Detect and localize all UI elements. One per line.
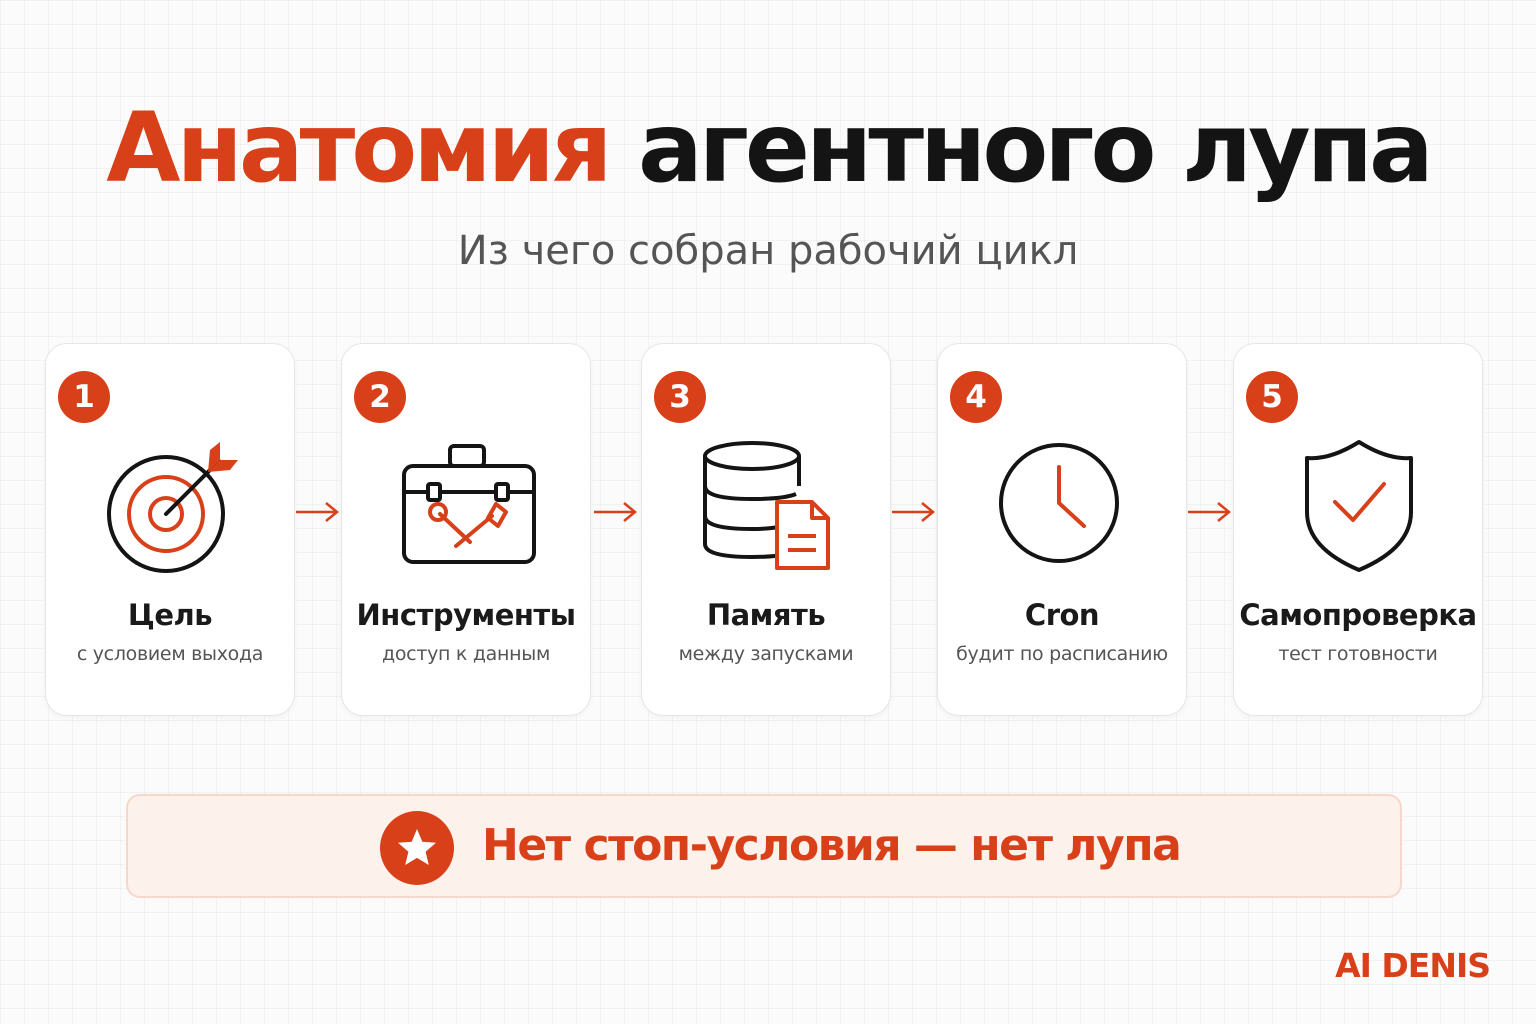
step-card-goal: 1 Цель с условием выхода: [45, 343, 295, 716]
step-card-cron: 4 Cron будит по расписанию: [937, 343, 1187, 716]
step-number-badge: 3: [654, 371, 706, 423]
arrow-right-icon: [892, 502, 935, 522]
arrow-right-icon: [1188, 502, 1231, 522]
step-number-badge: 4: [950, 371, 1002, 423]
arrow-right-icon: [594, 502, 637, 522]
step-subtitle: доступ к данным: [382, 643, 550, 665]
step-title: Самопроверка: [1239, 598, 1477, 632]
step-subtitle: будит по расписанию: [956, 643, 1168, 665]
star-icon: [380, 811, 454, 885]
step-card-tools: 2 Инструменты доступ к данным: [341, 343, 591, 716]
step-title: Cron: [1024, 598, 1100, 632]
target-icon: [107, 442, 238, 573]
step-subtitle: между запусками: [678, 643, 854, 665]
page-title: Анатомия агентного лупа: [0, 88, 1536, 208]
step-subtitle: тест готовности: [1278, 643, 1438, 665]
step-subtitle: с условием выхода: [76, 643, 264, 665]
title-accent: Анатомия: [106, 92, 612, 204]
stop-condition-banner: Нет стоп-условия — нет лупа: [126, 794, 1402, 898]
step-card-self-check: 5 Самопроверка тест готовности: [1233, 343, 1483, 716]
step-title: Инструменты: [356, 598, 576, 632]
step-card-memory: 3 Память между запусками: [641, 343, 891, 716]
step-number-badge: 1: [58, 371, 110, 423]
brand-logo: AI DENIS: [1335, 946, 1491, 985]
step-number-badge: 5: [1246, 371, 1298, 423]
step-number-badge: 2: [354, 371, 406, 423]
step-title: Память: [706, 598, 826, 632]
title-rest: агентного лупа: [637, 92, 1434, 204]
step-title: Цель: [127, 598, 213, 632]
banner-text: Нет стоп-условия — нет лупа: [482, 820, 1182, 871]
toolbox-icon: [402, 444, 536, 564]
database-document-icon: [703, 441, 830, 570]
arrow-right-icon: [296, 502, 339, 522]
page-subtitle: Из чего собран рабочий цикл: [457, 228, 1079, 274]
shield-check-icon: [1305, 440, 1413, 572]
clock-icon: [999, 443, 1119, 563]
